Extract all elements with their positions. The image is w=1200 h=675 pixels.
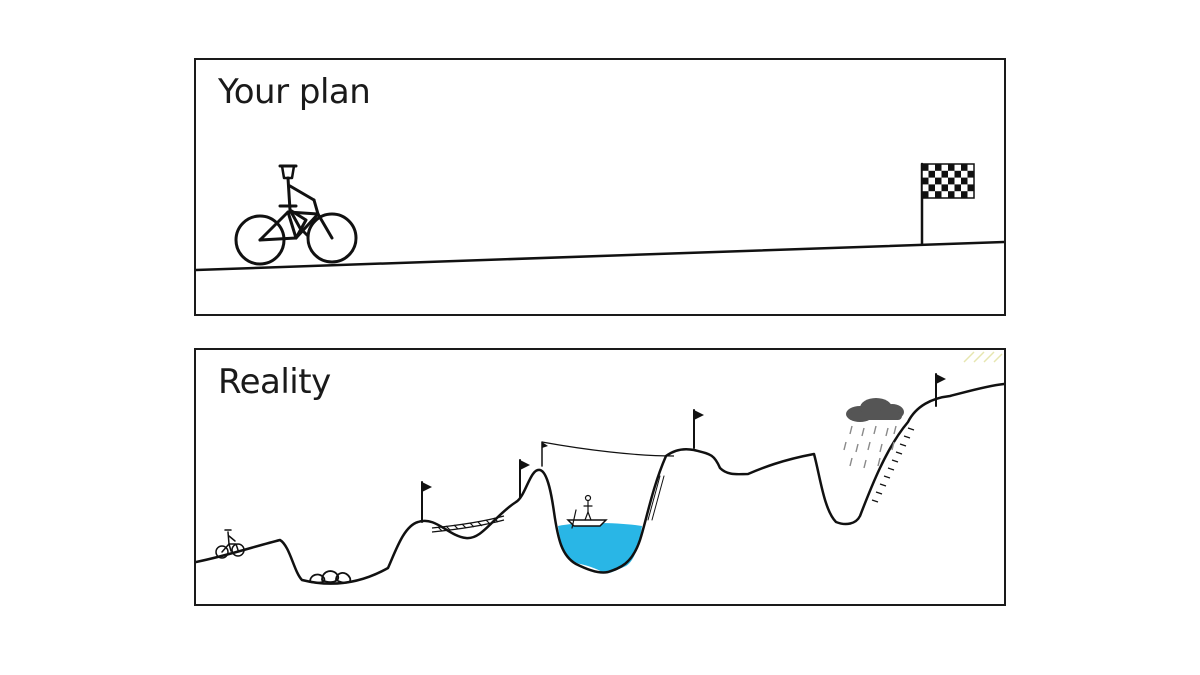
pennant-flag-icon [693, 409, 704, 449]
rowboat-icon [566, 494, 608, 529]
rain-cloud-icon [843, 398, 904, 469]
reality-terrain [196, 382, 1004, 585]
reality-illustration [196, 351, 1004, 585]
plan-illustration [196, 162, 1004, 272]
plan-ground-line [196, 240, 1004, 272]
pennant-flag-icon [519, 459, 530, 499]
climbing-spikes [871, 427, 915, 503]
zip-line [541, 441, 675, 467]
ladder [647, 475, 665, 521]
reality-panel: Reality [194, 348, 1006, 606]
lake-water [558, 523, 642, 574]
rope-bridge [431, 515, 505, 533]
cyclist-icon [215, 529, 245, 559]
sun-rays-icon [963, 351, 1003, 363]
plan-panel-title: Your plan [218, 72, 371, 112]
plan-panel: Your plan [194, 58, 1006, 316]
reality-panel-title: Reality [218, 362, 331, 402]
pennant-flag-icon [935, 373, 946, 407]
pennant-flag-icon [421, 481, 432, 523]
checkered-flag-icon [920, 162, 975, 246]
cyclist-icon [234, 164, 358, 266]
boulders-icon [309, 570, 352, 584]
